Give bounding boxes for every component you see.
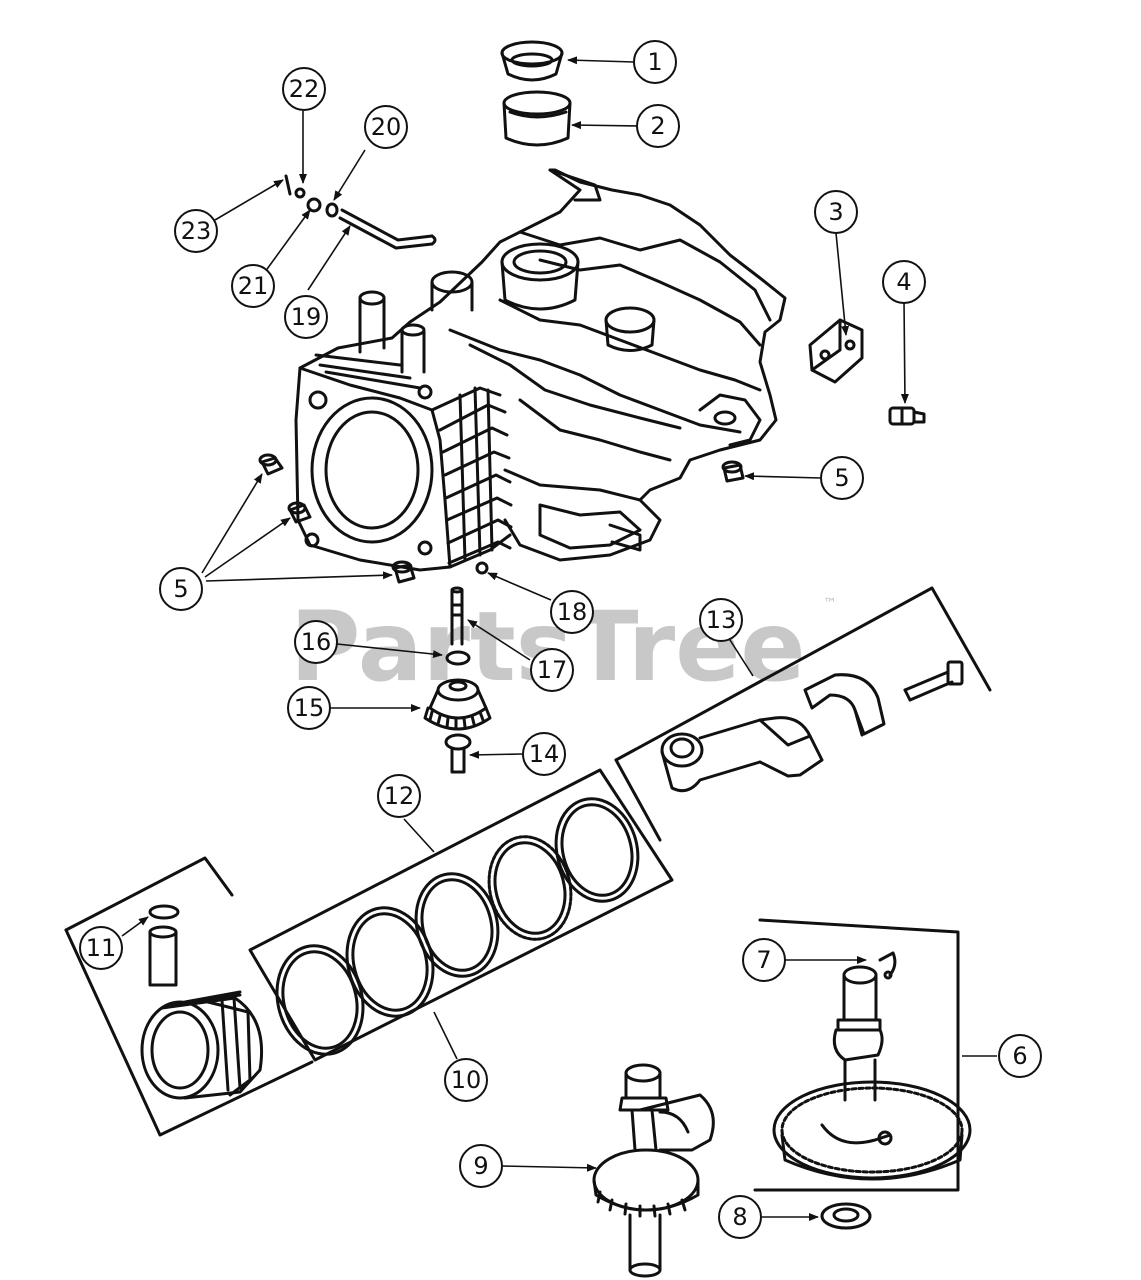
- callout-15: 15: [287, 686, 331, 730]
- governor-gear-icon: [423, 678, 492, 731]
- bushing-sleeve-icon: [502, 90, 572, 147]
- spring-pin-icon: [878, 951, 897, 980]
- callout-9: 9: [459, 1144, 503, 1188]
- callout-23: 23: [174, 209, 218, 253]
- callout-12-label: 12: [384, 782, 415, 810]
- callout-10-label: 10: [451, 1066, 482, 1094]
- screw-icon: [444, 733, 472, 774]
- bracket-icon: [808, 318, 864, 384]
- callout-22-label: 22: [289, 75, 320, 103]
- washer-icon: [445, 650, 471, 666]
- callout-14: 14: [522, 732, 566, 776]
- bushing-cap-icon: [500, 40, 564, 82]
- callout-17-label: 17: [537, 656, 568, 684]
- callout-12: 12: [377, 774, 421, 818]
- engine-block: [294, 168, 787, 572]
- ring-set-box: [248, 768, 674, 1062]
- callout-13: 13: [699, 598, 743, 642]
- washer-icon: [820, 1202, 872, 1230]
- grommet-icon: [325, 202, 339, 218]
- callout-20-label: 20: [371, 113, 402, 141]
- callout-10: 10: [444, 1058, 488, 1102]
- callout-11: 11: [79, 926, 123, 970]
- callout-19-label: 19: [291, 303, 322, 331]
- callout-7-label: 7: [756, 946, 771, 974]
- callout-2-label: 2: [650, 112, 665, 140]
- shaft-icon: [450, 586, 464, 646]
- callout-17: 17: [530, 648, 574, 692]
- callout-14-label: 14: [529, 740, 560, 768]
- callout-2: 2: [636, 104, 680, 148]
- callout-9-label: 9: [473, 1152, 488, 1180]
- leader-lines: [121, 56, 997, 1221]
- callouts: 1 2 3 4 5 5 6 7 8 9 10 11 12 13 14 15 16…: [79, 40, 1042, 1239]
- camshaft-box: [753, 918, 960, 1192]
- callout-4: 4: [882, 260, 926, 304]
- connecting-rod-icon: [660, 660, 964, 793]
- callout-1-label: 1: [647, 48, 662, 76]
- callout-19: 19: [284, 295, 328, 339]
- piston-icon: [140, 990, 264, 1100]
- callout-5-right-label: 5: [834, 464, 849, 492]
- callout-11-label: 11: [86, 934, 117, 962]
- callout-8-label: 8: [732, 1203, 747, 1231]
- bolt-icon: [888, 406, 926, 426]
- callout-20: 20: [364, 105, 408, 149]
- callout-18: 18: [550, 590, 594, 634]
- callout-5-right: 5: [820, 456, 864, 500]
- callout-7: 7: [742, 938, 786, 982]
- callout-5-left: 5: [159, 567, 203, 611]
- washer-icon: [306, 197, 322, 213]
- callout-21: 21: [231, 264, 275, 308]
- watermark-trademark: ™: [823, 596, 837, 612]
- piston-ring-icon: [275, 797, 640, 1056]
- dowel-pin-icon: [258, 453, 745, 584]
- callout-3: 3: [814, 190, 858, 234]
- callout-13-label: 13: [706, 606, 737, 634]
- callout-3-label: 3: [828, 198, 843, 226]
- callout-8: 8: [718, 1195, 762, 1239]
- callout-16-label: 16: [301, 628, 332, 656]
- callout-22: 22: [282, 67, 326, 111]
- callout-1: 1: [633, 40, 677, 84]
- callout-21-label: 21: [238, 272, 269, 300]
- callout-23-label: 23: [181, 217, 212, 245]
- callout-5-left-label: 5: [173, 575, 188, 603]
- wrist-pin-retainer-icon: [148, 904, 180, 987]
- callout-4-label: 4: [896, 268, 911, 296]
- callout-15-label: 15: [294, 694, 325, 722]
- callout-18-label: 18: [557, 598, 588, 626]
- callout-6: 6: [998, 1034, 1042, 1078]
- nut-icon: [294, 187, 306, 199]
- breather-tube-icon: [338, 208, 437, 250]
- crankshaft-icon: [592, 1063, 715, 1278]
- piston-box: [64, 856, 314, 1137]
- ball-icon: [475, 561, 489, 575]
- callout-6-label: 6: [1012, 1042, 1027, 1070]
- pin-icon: [284, 174, 292, 196]
- callout-16: 16: [294, 620, 338, 664]
- camshaft-assembly-icon: [772, 965, 972, 1181]
- connecting-rod-box: [614, 586, 992, 842]
